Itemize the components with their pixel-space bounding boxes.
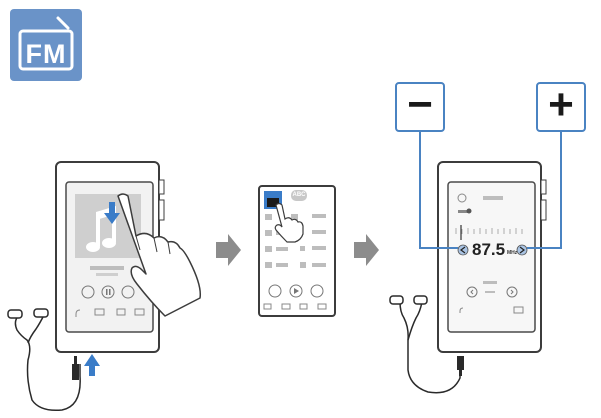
arrow-up-icon — [84, 354, 100, 376]
headphones-icon — [389, 295, 464, 394]
frequency-unit: MHz — [507, 250, 518, 256]
chevron-left-icon — [460, 246, 466, 254]
device-3-radio — [437, 161, 547, 353]
chevron-right-icon — [519, 246, 525, 254]
plus-callout: + — [536, 82, 586, 132]
radio-icon — [18, 16, 74, 71]
abc-label: ABC — [291, 190, 307, 201]
arrow-right-icon — [354, 234, 379, 266]
device-2-menu — [258, 185, 336, 317]
arrow-right-icon — [216, 234, 241, 266]
hand-pointer-icon — [117, 193, 202, 317]
frequency-value: 87.5 — [472, 240, 506, 259]
headphones-icon — [7, 308, 81, 412]
hand-pointer-icon — [274, 202, 304, 243]
fm-label: FM — [25, 39, 67, 69]
fm-badge: FM — [10, 9, 82, 81]
arrow-down-icon — [104, 202, 120, 224]
minus-callout: − — [395, 82, 445, 132]
